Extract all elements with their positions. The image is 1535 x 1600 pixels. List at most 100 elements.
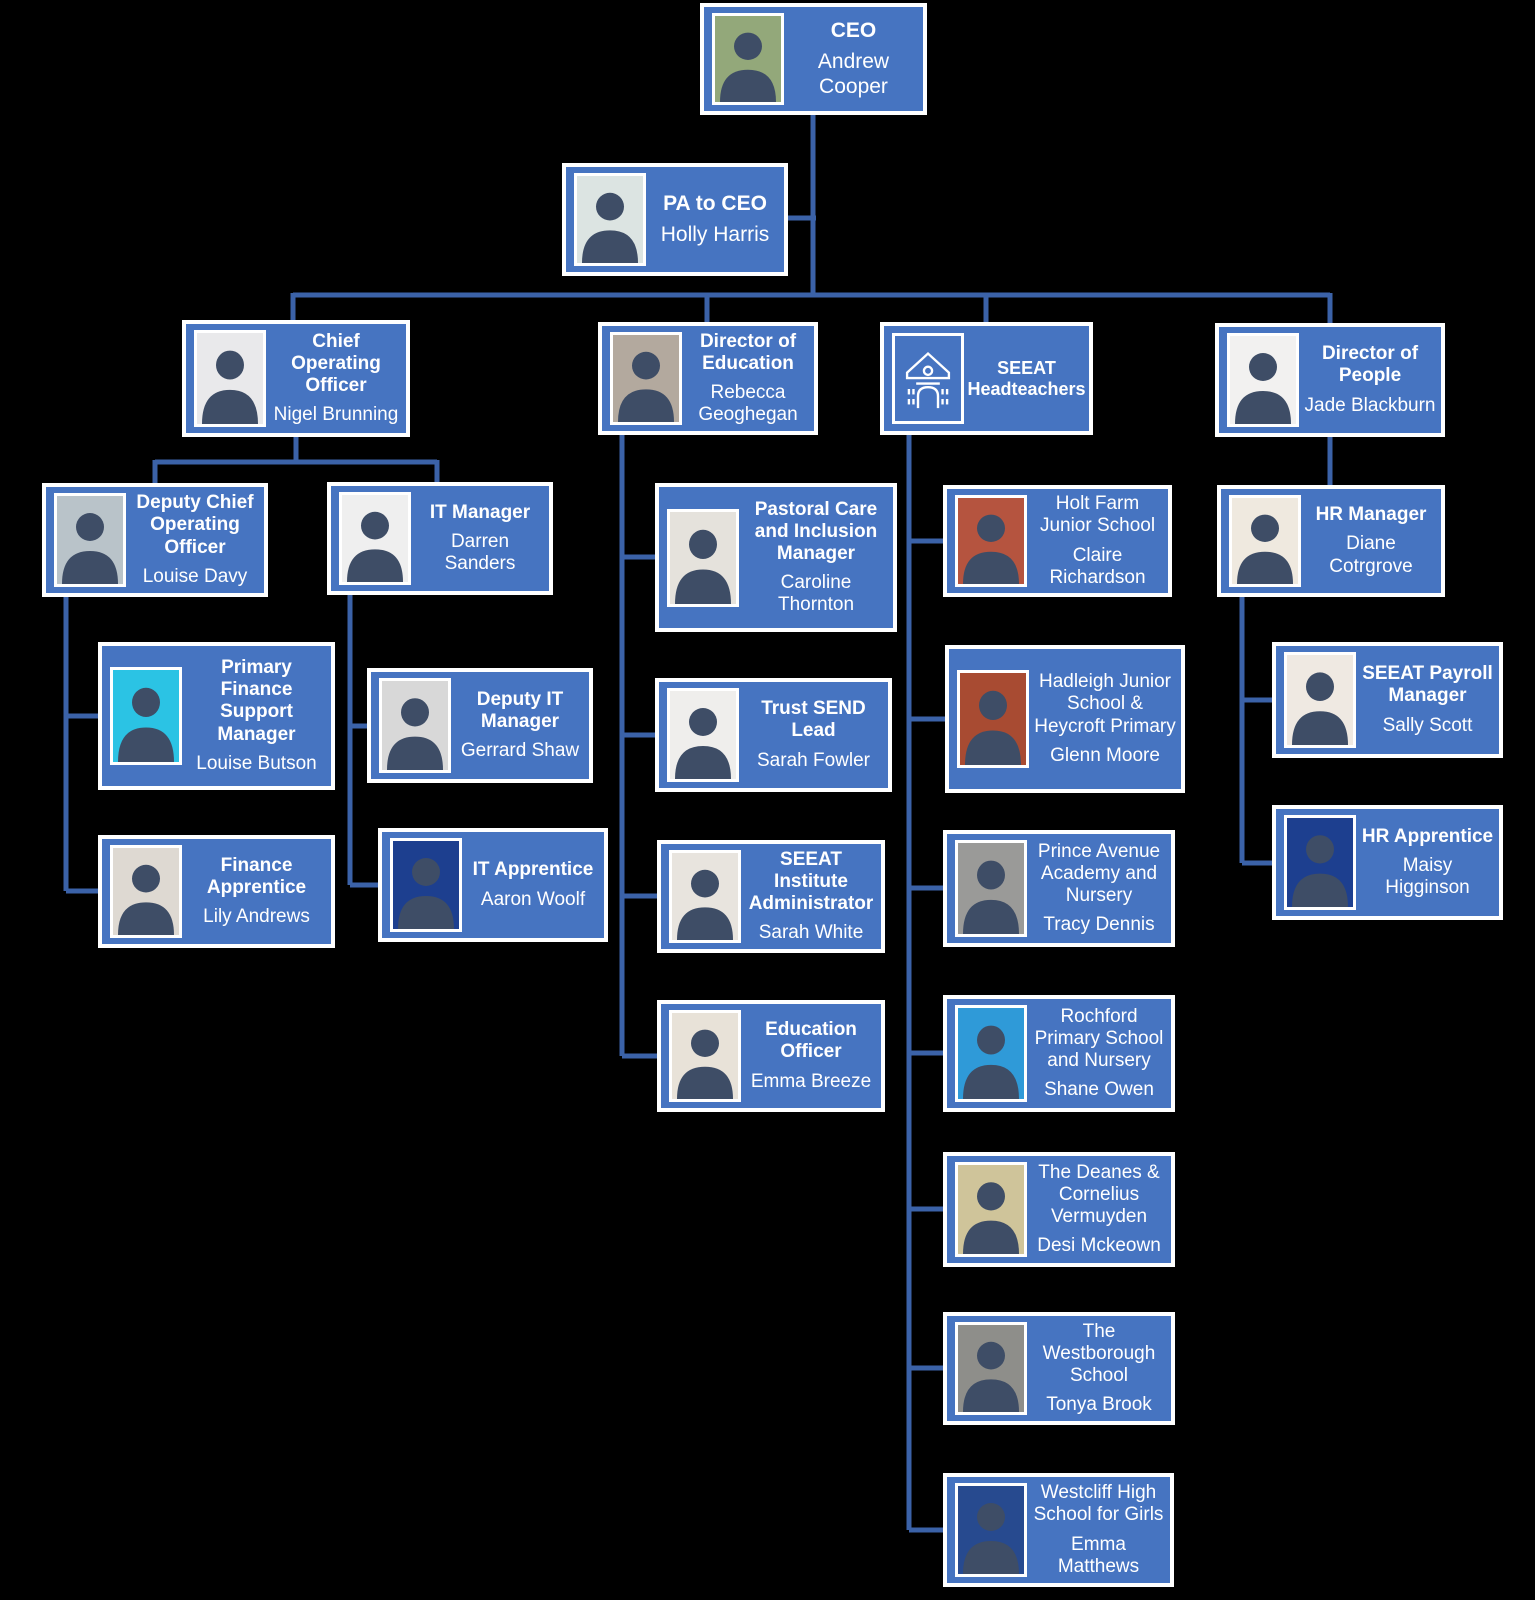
- node-text: Hadleigh Junior School & Heycroft Primar…: [1029, 669, 1181, 768]
- role-title: Rochford Primary School and Nursery: [1034, 1005, 1164, 1071]
- portrait-photo: [712, 13, 784, 105]
- node-text: SEEAT Headteachers: [964, 356, 1089, 402]
- role-title: The Westborough School: [1042, 1320, 1156, 1386]
- portrait-photo: [54, 493, 126, 587]
- portrait-photo: [574, 173, 646, 266]
- portrait-photo: [379, 678, 451, 773]
- person-name: Rebecca Geoghegan: [698, 382, 798, 426]
- role-title: HR Manager: [1315, 504, 1427, 526]
- role-title: Education Officer: [765, 1019, 857, 1063]
- person-name: Holly Harris: [660, 223, 770, 246]
- portrait-photo: [1229, 495, 1301, 587]
- role-title: HR Apprentice: [1361, 825, 1494, 847]
- person-name: Maisy Higginson: [1385, 854, 1470, 899]
- person-name: Emma Matthews: [1057, 1533, 1140, 1577]
- role-title: Deputy IT Manager: [476, 688, 564, 732]
- role-title: Trust SEND Lead: [761, 698, 866, 742]
- portrait-photo: [955, 1005, 1027, 1102]
- portrait-photo: [955, 1162, 1027, 1257]
- portrait-photo: [390, 838, 462, 932]
- person-name: Gerrard Shaw: [460, 740, 580, 762]
- person-name: Caroline Thornton: [777, 572, 855, 616]
- person-name: Shane Owen: [1044, 1079, 1154, 1101]
- role-title: Deputy Chief Operating Officer: [136, 492, 254, 558]
- role-title: Westcliff High School for Girls: [1033, 1482, 1164, 1526]
- org-node-hadleigh: Hadleigh Junior School & Heycroft Primar…: [945, 645, 1185, 793]
- portrait-photo: [1284, 815, 1356, 910]
- person-name: Tracy Dennis: [1043, 914, 1155, 936]
- person-name: Desi Mckeown: [1037, 1235, 1161, 1257]
- portrait-photo: [1284, 652, 1356, 748]
- role-title: IT Apprentice: [472, 859, 594, 881]
- role-title: Pastoral Care and Inclusion Manager: [754, 498, 878, 564]
- person-name: Darren Sanders: [444, 530, 516, 575]
- org-node-pa: PA to CEO Holly Harris: [562, 163, 788, 276]
- role-title: Finance Apprentice: [206, 854, 307, 898]
- node-text: PA to CEO Holly Harris: [646, 190, 784, 250]
- role-title: Prince Avenue Academy and Nursery: [1037, 840, 1161, 906]
- role-title: Director of People: [1321, 343, 1419, 387]
- portrait-photo: [667, 688, 739, 782]
- role-title: SEEAT Institute Administrator: [748, 848, 874, 914]
- portrait-photo: [1227, 333, 1299, 427]
- role-title: SEEAT Headteachers: [967, 357, 1086, 399]
- org-node-seeat: SEEAT Headteachers: [880, 322, 1093, 435]
- role-title: Chief Operating Officer: [291, 330, 381, 396]
- person-name: Diane Cotrgrove: [1329, 533, 1413, 577]
- portrait-photo: [955, 495, 1027, 587]
- role-title: Primary Finance Support Manager: [217, 657, 296, 745]
- person-name: Aaron Woolf: [480, 888, 586, 910]
- role-title: Holt Farm Junior School: [1039, 493, 1156, 537]
- person-name: Sarah Fowler: [757, 749, 870, 771]
- portrait-photo: [955, 1483, 1027, 1577]
- person-name: Sally Scott: [1382, 714, 1473, 736]
- person-name: Louise Davy: [142, 565, 248, 587]
- person-name: Nigel Brunning: [273, 404, 399, 426]
- person-name: Tonya Brook: [1046, 1394, 1152, 1416]
- person-name: Sarah White: [758, 922, 864, 944]
- portrait-photo: [955, 840, 1027, 937]
- person-name: Louise Butson: [196, 752, 317, 774]
- portrait-photo: [610, 332, 682, 425]
- person-name: Jade Blackburn: [1304, 394, 1436, 416]
- school-icon: [892, 333, 964, 424]
- role-title: CEO: [830, 18, 877, 42]
- role-title: PA to CEO: [663, 191, 767, 215]
- role-title: SEEAT Payroll Manager: [1362, 663, 1493, 707]
- role-title: Hadleigh Junior School & Heycroft Primar…: [1034, 671, 1176, 737]
